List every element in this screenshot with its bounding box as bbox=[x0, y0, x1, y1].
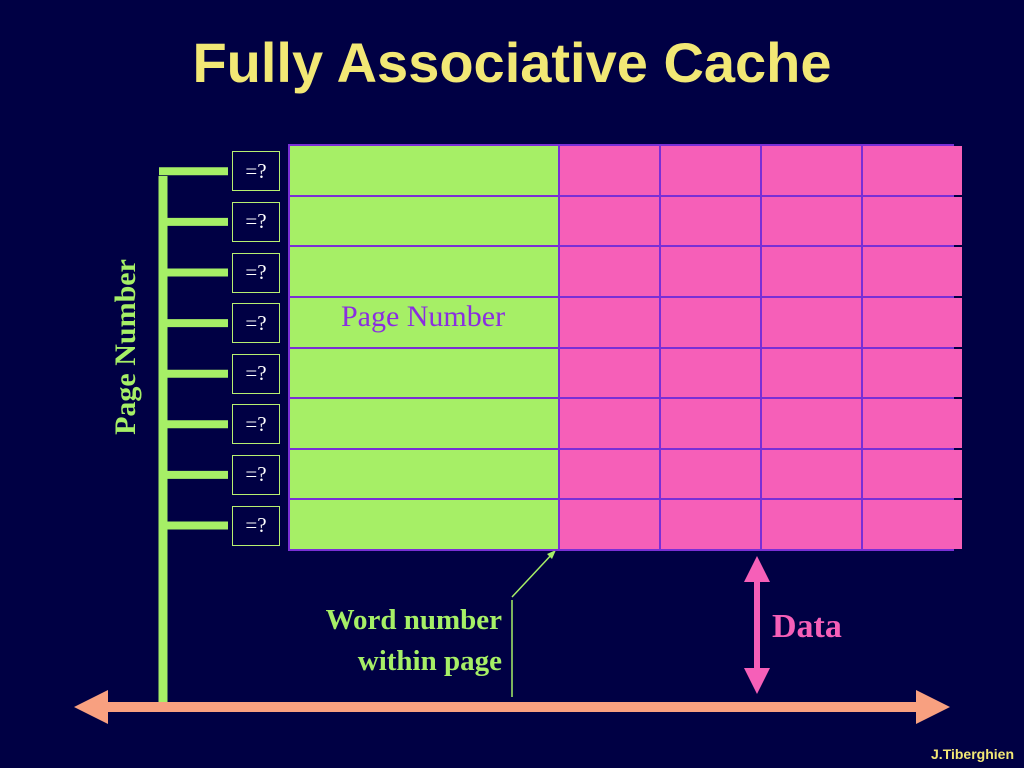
data-cell bbox=[863, 196, 962, 246]
tag-cell bbox=[290, 196, 558, 246]
author-credit: J.Tiberghien bbox=[931, 746, 1014, 762]
word-pointer-arrow bbox=[511, 551, 555, 598]
data-cell bbox=[863, 449, 962, 499]
data-cell bbox=[762, 297, 861, 347]
data-label: Data bbox=[772, 608, 842, 645]
tag-cell bbox=[290, 297, 558, 347]
data-cell bbox=[863, 399, 962, 448]
comparator-4: =? bbox=[232, 303, 280, 344]
word-number-label: Word number within page bbox=[270, 600, 502, 682]
slide-title: Fully Associative Cache bbox=[192, 31, 832, 94]
comparator-5: =? bbox=[232, 353, 280, 394]
word-pointer-head bbox=[547, 550, 556, 559]
tag-cell bbox=[290, 500, 558, 549]
data-cell bbox=[560, 146, 659, 195]
data-cell bbox=[762, 399, 861, 448]
data-cell bbox=[661, 449, 760, 499]
cache-table bbox=[288, 144, 962, 551]
address-bus-right-head bbox=[916, 690, 950, 724]
page-number-side-label: Page Number bbox=[109, 259, 142, 435]
tag-cell bbox=[290, 348, 558, 398]
tag-cell bbox=[290, 146, 558, 195]
data-cell bbox=[560, 247, 659, 296]
data-cell bbox=[863, 297, 962, 347]
comparator-taps bbox=[159, 167, 228, 530]
tag-cell bbox=[290, 449, 558, 499]
data-cell bbox=[863, 146, 962, 195]
comparator-7: =? bbox=[232, 454, 280, 495]
word-number-label-line2: within page bbox=[357, 645, 502, 677]
data-cell bbox=[762, 449, 861, 499]
data-cell bbox=[762, 500, 861, 549]
data-cell bbox=[863, 247, 962, 296]
data-cell bbox=[661, 348, 760, 398]
tag-cell bbox=[290, 247, 558, 296]
data-cell bbox=[863, 348, 962, 398]
data-arrow-up-head bbox=[744, 556, 770, 582]
data-arrow-down-head bbox=[744, 668, 770, 694]
data-cell bbox=[661, 297, 760, 347]
comparator-8: =? bbox=[232, 505, 280, 546]
comparator-2: =? bbox=[232, 201, 280, 242]
data-cell bbox=[762, 247, 861, 296]
data-cell bbox=[560, 297, 659, 347]
data-cell bbox=[661, 196, 760, 246]
data-cell bbox=[661, 399, 760, 448]
tag-column-label: Page Number bbox=[340, 300, 506, 333]
data-cell bbox=[560, 500, 659, 549]
comparator-1: =? bbox=[232, 151, 280, 192]
word-number-label-line1: Word number bbox=[325, 604, 502, 636]
data-cell bbox=[762, 196, 861, 246]
data-cell bbox=[560, 399, 659, 448]
data-cell bbox=[762, 146, 861, 195]
tag-cell bbox=[290, 399, 558, 448]
data-cell bbox=[863, 500, 962, 549]
data-cell bbox=[661, 247, 760, 296]
data-cell bbox=[661, 500, 760, 549]
comparator-6: =? bbox=[232, 404, 280, 445]
data-cell bbox=[661, 146, 760, 195]
data-cell bbox=[560, 449, 659, 499]
data-cell bbox=[762, 348, 861, 398]
comparator-3: =? bbox=[232, 252, 280, 293]
data-cell bbox=[560, 348, 659, 398]
data-cell bbox=[560, 196, 659, 246]
address-bus-left-head bbox=[74, 690, 108, 724]
